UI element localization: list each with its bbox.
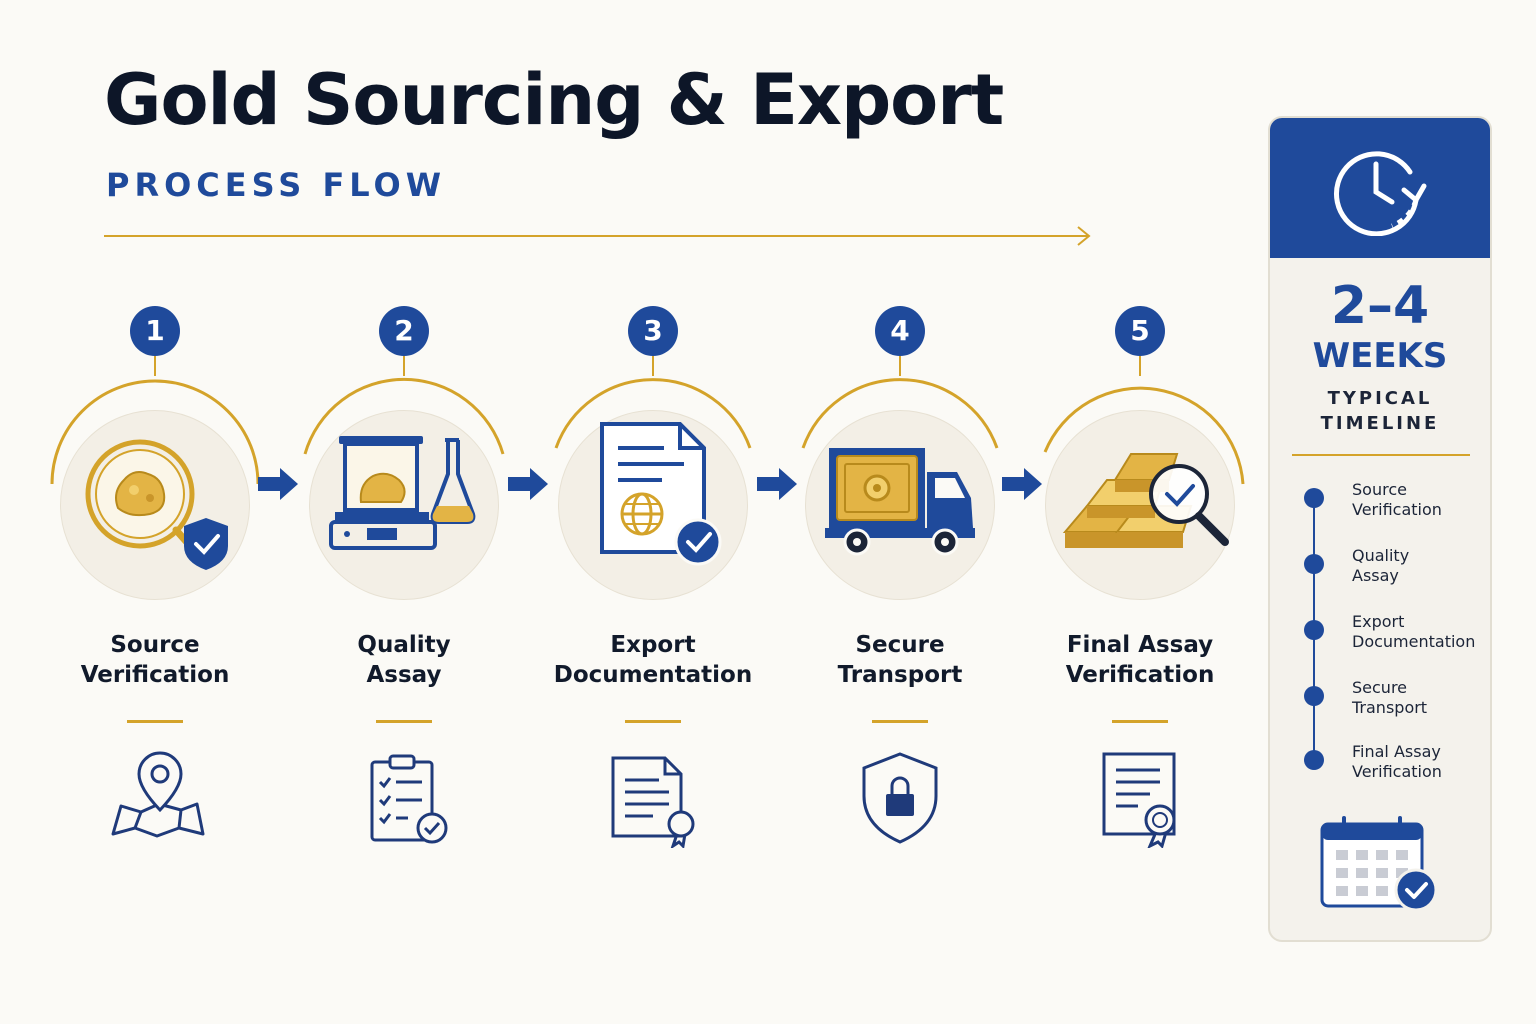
page-subtitle: PROCESS FLOW	[106, 166, 447, 204]
step-quality-assay: 2 Quality Assay	[279, 300, 529, 860]
timeline-item: Final Assay Verification	[1304, 742, 1490, 794]
step-label-line2: Verification	[80, 662, 230, 688]
timeline-duration: 2–4	[1330, 276, 1430, 336]
step-number-badge: 3	[628, 306, 678, 356]
timeline-dot	[1304, 620, 1324, 640]
timeline-item-line1: Export	[1352, 612, 1405, 631]
timeline-caption-line1: TYPICAL	[1327, 388, 1433, 409]
timeline-caption: TYPICAL TIMELINE	[1270, 386, 1490, 436]
step-label-line1: Secure	[855, 632, 945, 658]
step-divider	[376, 720, 432, 723]
step-divider	[872, 720, 928, 723]
step-label-line2: Verification	[1065, 662, 1215, 688]
timeline-item: Export Documentation	[1304, 612, 1490, 664]
step-connector-stem	[1139, 356, 1141, 376]
certificate-ribbon-icon	[1102, 752, 1176, 848]
timeline-card-header	[1270, 118, 1490, 258]
step-label-line2: Documentation	[553, 662, 753, 688]
step-label: Secure Transport	[775, 630, 1025, 690]
step-label-line1: Source	[110, 632, 200, 658]
timeline-item-line1: Secure	[1352, 678, 1408, 697]
step-connector-stem	[154, 356, 156, 376]
timeline-card: 2–4 WEEKS TYPICAL TIMELINE Source Verifi…	[1268, 116, 1492, 942]
flow-arrow-icon	[104, 226, 1091, 246]
scale-flask-icon	[329, 436, 476, 550]
timeline-caption-line2: TIMELINE	[1320, 413, 1440, 434]
gold-nugget-magnifier-shield-icon	[85, 439, 228, 570]
step-arc	[303, 377, 505, 455]
timeline-item-label: Quality Assay	[1352, 546, 1409, 586]
step-label-line1: Final Assay	[1066, 632, 1214, 658]
step-arc	[50, 379, 260, 485]
arrow-right-icon	[508, 468, 548, 500]
step-connector-stem	[652, 356, 654, 376]
timeline-item-line2: Verification	[1352, 762, 1442, 781]
step-connector-stem	[899, 356, 901, 376]
arrow-right-icon	[757, 468, 797, 500]
timeline-unit: WEEKS	[1312, 336, 1448, 376]
step-divider	[127, 720, 183, 723]
document-globe-check-icon	[600, 422, 722, 566]
step-secure-transport: 4 Secure Transport	[775, 300, 1025, 860]
step-arc	[554, 378, 752, 449]
timeline-item-line2: Transport	[1352, 698, 1428, 717]
timeline-dot	[1304, 488, 1324, 508]
step-arc	[801, 378, 999, 449]
timeline-item-label: Source Verification	[1352, 480, 1442, 520]
step-number-badge: 2	[379, 306, 429, 356]
step-divider	[1112, 720, 1168, 723]
timeline-item: Quality Assay	[1304, 546, 1490, 598]
clock-icon	[1333, 151, 1427, 236]
timeline-item-line1: Final Assay	[1352, 742, 1441, 761]
step-label-line1: Quality	[357, 632, 451, 658]
step-connector-stem	[403, 356, 405, 376]
step-label: Quality Assay	[279, 630, 529, 690]
certificate-document-icon	[611, 756, 695, 848]
timeline-dot	[1304, 750, 1324, 770]
step-source-verification: 1 Source Verification	[30, 300, 280, 860]
step-number-badge: 1	[130, 306, 180, 356]
checklist-clipboard-icon	[370, 754, 448, 844]
step-label-line1: Export	[610, 632, 696, 658]
arrow-right-icon	[1002, 468, 1042, 500]
timeline-item-line2: Assay	[1352, 566, 1399, 585]
gold-bars-magnifier-icon	[1062, 453, 1229, 548]
timeline-item-label: Export Documentation	[1352, 612, 1475, 652]
timeline-item-line1: Source	[1352, 480, 1407, 499]
location-map-icon	[111, 751, 205, 838]
step-divider	[625, 720, 681, 723]
step-arc	[1043, 386, 1245, 485]
step-label: Export Documentation	[528, 630, 778, 690]
step-label: Final Assay Verification	[1015, 630, 1265, 690]
calendar-check-icon	[1320, 816, 1438, 912]
timeline-divider	[1292, 454, 1470, 456]
timeline-item: Secure Transport	[1304, 678, 1490, 730]
timeline-item-line2: Documentation	[1352, 632, 1476, 651]
timeline-dot	[1304, 554, 1324, 574]
step-number-badge: 5	[1115, 306, 1165, 356]
armored-truck-vault-icon	[825, 448, 975, 556]
shield-lock-icon	[862, 752, 938, 844]
step-export-documentation: 3 Export Documentation	[528, 300, 778, 860]
step-label-line2: Assay	[366, 662, 442, 688]
step-label: Source Verification	[30, 630, 280, 690]
step-number-badge: 4	[875, 306, 925, 356]
page-title: Gold Sourcing & Export	[104, 59, 1004, 141]
timeline-item-line1: Quality	[1352, 546, 1410, 565]
arrow-right-icon	[258, 468, 298, 500]
timeline-item: Source Verification	[1304, 480, 1490, 532]
timeline-item-line2: Verification	[1352, 500, 1442, 519]
step-final-assay-verification: 5 Final Assay Verification	[1015, 300, 1265, 860]
timeline-item-label: Final Assay Verification	[1352, 742, 1442, 782]
step-label-line2: Transport	[837, 662, 963, 688]
timeline-dot	[1304, 686, 1324, 706]
timeline-item-label: Secure Transport	[1352, 678, 1427, 718]
